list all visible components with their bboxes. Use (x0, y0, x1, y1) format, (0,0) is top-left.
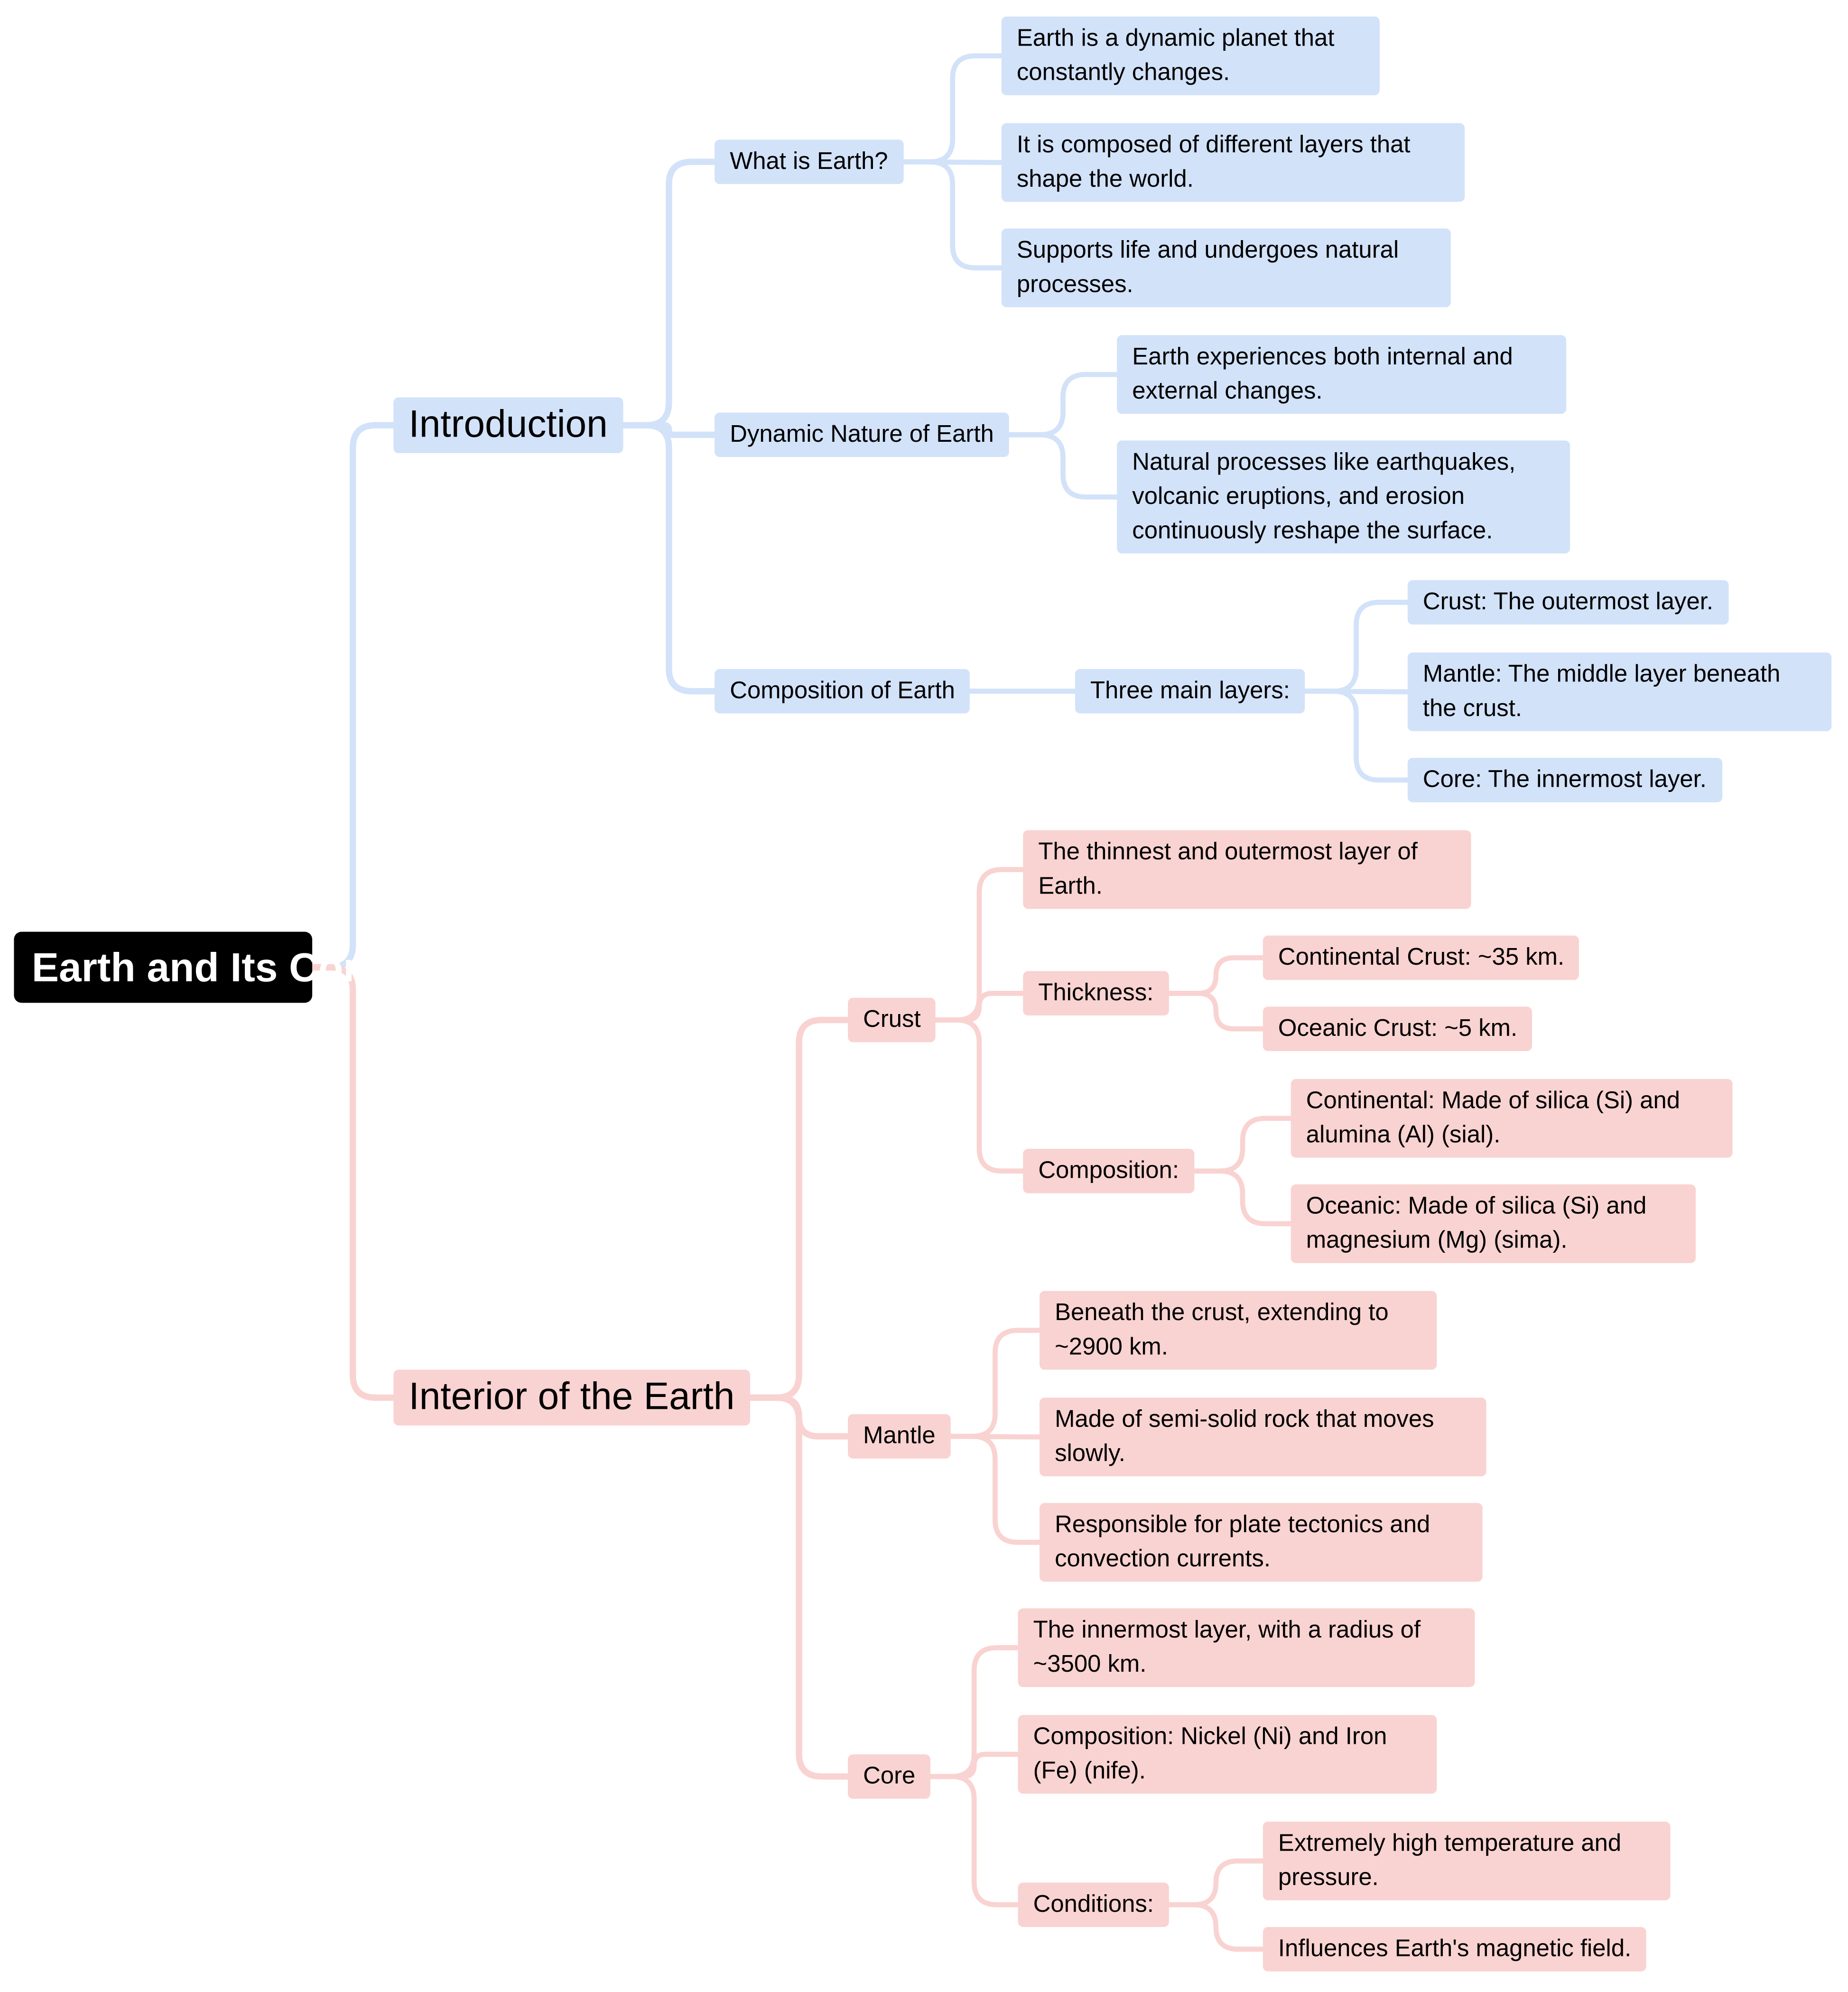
leaf-label: The innermost layer, with a radius of ~3… (1033, 1617, 1421, 1678)
connector-b0-0 (620, 158, 718, 428)
leaf-label: Beneath the crust, extending to ~2900 km… (1055, 1300, 1389, 1361)
subtopic-thickness: Thickness: (1023, 971, 1169, 1016)
topic-what-is-earth: What is Earth? (715, 140, 903, 184)
subtopic-label: Composition: (1038, 1157, 1179, 1184)
leaf-label: Crust: The outermost layer. (1422, 589, 1714, 616)
leaf-label: Earth is a dynamic planet that constantl… (1016, 25, 1335, 86)
leaf-label: Earth experiences both internal and exte… (1132, 344, 1513, 405)
subtopic-conditions: Conditions: (1018, 1882, 1170, 1927)
connector-b1-1-0 (948, 1328, 1042, 1439)
subtopic-composition: Composition: (1023, 1149, 1195, 1193)
leaf-mantle-middle: Mantle: The middle layer beneath the cru… (1407, 652, 1832, 731)
leaf-label: Continental: Made of silica (Si) and alu… (1306, 1088, 1681, 1149)
topic-mantle: Mantle (848, 1414, 951, 1459)
leaf-label: Continental Crust: ~35 km. (1278, 944, 1565, 971)
leaf-crust-outermost: Crust: The outermost layer. (1407, 580, 1729, 625)
leaf-label: Extremely high temperature and pressure. (1278, 1830, 1622, 1892)
leaf-continental-sial: Continental: Made of silica (Si) and alu… (1291, 1079, 1733, 1158)
connector-b1-0-2-1 (1192, 1168, 1294, 1227)
connector-b0-0-2 (901, 159, 1004, 270)
leaf-magnetic-field: Influences Earth's magnetic field. (1263, 1927, 1647, 1972)
connector-b0-0-0 (901, 53, 1004, 165)
leaf-label: Oceanic Crust: ~5 km. (1278, 1015, 1518, 1043)
leaf-label: Influences Earth's magnetic field. (1278, 1936, 1632, 1963)
connector-b1-0-1 (933, 990, 1026, 1023)
root-label: Earth and Its Composition (31, 944, 538, 990)
topic-core: Core (848, 1754, 931, 1799)
leaf-natural-processes: Natural processes like earthquakes, volc… (1117, 440, 1570, 554)
leaf-label: Natural processes like earthquakes, volc… (1132, 449, 1516, 545)
subtopic-label: Three main layers: (1090, 678, 1290, 705)
leaf-label: The thinnest and outermost layer of Eart… (1038, 839, 1418, 900)
topic-label: Core (863, 1763, 916, 1790)
connector-b1-0-1-0 (1166, 955, 1266, 996)
branch-interior-of-the-earth: Interior of the Earth (393, 1369, 750, 1426)
connector-b1-2 (747, 1394, 851, 1780)
connector-b1-2-2 (928, 1774, 1021, 1908)
leaf-core-innermost: Core: The innermost layer. (1407, 758, 1722, 802)
topic-label: Crust (863, 1006, 921, 1033)
topic-dynamic-nature: Dynamic Nature of Earth (715, 412, 1009, 457)
leaf-core-radius: The innermost layer, with a radius of ~3… (1018, 1608, 1475, 1687)
connector-b1-0-2-0 (1192, 1116, 1294, 1174)
connector-b0-1-0 (1006, 372, 1120, 437)
connector-b1 (309, 964, 397, 1401)
leaf-dynamic-planet: Earth is a dynamic planet that constantl… (1001, 16, 1380, 95)
leaf-core-nife: Composition: Nickel (Ni) and Iron (Fe) (… (1018, 1715, 1437, 1794)
connector-b1-1-2 (948, 1433, 1042, 1545)
leaf-label: Mantle: The middle layer beneath the cru… (1422, 661, 1781, 723)
subtopic-three-main-layers: Three main layers: (1075, 669, 1306, 714)
leaf-plate-tectonics: Responsible for plate tectonics and conv… (1039, 1503, 1483, 1582)
connector-b0-2-0-0 (1302, 600, 1411, 694)
leaf-label: It is composed of different layers that … (1016, 132, 1411, 193)
subtopic-label: Conditions: (1033, 1891, 1154, 1918)
leaf-oceanic-sima: Oceanic: Made of silica (Si) and magnesi… (1291, 1184, 1696, 1263)
leaf-oceanic-crust-thickness: Oceanic Crust: ~5 km. (1263, 1006, 1533, 1052)
connector-b1-2-2-1 (1166, 1902, 1266, 1952)
leaf-internal-external-changes: Earth experiences both internal and exte… (1117, 335, 1567, 414)
subtopic-label: Thickness: (1038, 980, 1154, 1007)
leaf-label: Core: The innermost layer. (1422, 766, 1707, 793)
leaf-label: Supports life and undergoes natural proc… (1016, 237, 1399, 298)
leaf-label: Made of semi-solid rock that moves slowl… (1055, 1406, 1434, 1468)
leaf-high-temperature: Extremely high temperature and pressure. (1263, 1821, 1671, 1900)
topic-label: What is Earth? (730, 148, 888, 176)
branch-label: Interior of the Earth (409, 1376, 735, 1418)
connector-b0-2-0-2 (1302, 689, 1411, 783)
leaf-label: Oceanic: Made of silica (Si) and magnesi… (1306, 1193, 1647, 1255)
connector-b1-0-2 (933, 1017, 1026, 1174)
topic-label: Dynamic Nature of Earth (730, 421, 994, 448)
leaf-different-layers: It is composed of different layers that … (1001, 123, 1465, 202)
connector-b1-0-1-1 (1166, 990, 1266, 1032)
root-node: Earth and Its Composition (14, 931, 537, 1003)
connector-b1-2-1 (928, 1751, 1021, 1779)
leaf-continental-crust-thickness: Continental Crust: ~35 km. (1263, 935, 1580, 980)
connector-b0 (309, 422, 397, 971)
topic-composition-of-earth: Composition of Earth (715, 669, 970, 714)
leaf-label: Responsible for plate tectonics and conv… (1055, 1512, 1430, 1573)
branch-label: Introduction (409, 403, 608, 446)
leaf-supports-life: Supports life and undergoes natural proc… (1001, 228, 1451, 307)
leaf-beneath-crust: Beneath the crust, extending to ~2900 km… (1039, 1291, 1437, 1370)
leaf-thinnest-layer: The thinnest and outermost layer of Eart… (1023, 830, 1471, 909)
topic-label: Mantle (863, 1423, 936, 1450)
branch-introduction: Introduction (393, 397, 623, 454)
connector-b0-1 (620, 422, 718, 438)
connector-b0-1-1 (1006, 432, 1120, 500)
connector-b0-2 (620, 422, 718, 695)
topic-crust: Crust (848, 997, 936, 1043)
connector-b1-0 (747, 1016, 851, 1401)
connector-b1-2-2-0 (1166, 1858, 1266, 1908)
topic-label: Composition of Earth (730, 678, 955, 705)
leaf-semi-solid-rock: Made of semi-solid rock that moves slowl… (1039, 1397, 1486, 1477)
leaf-label: Composition: Nickel (Ni) and Iron (Fe) (… (1033, 1723, 1387, 1785)
